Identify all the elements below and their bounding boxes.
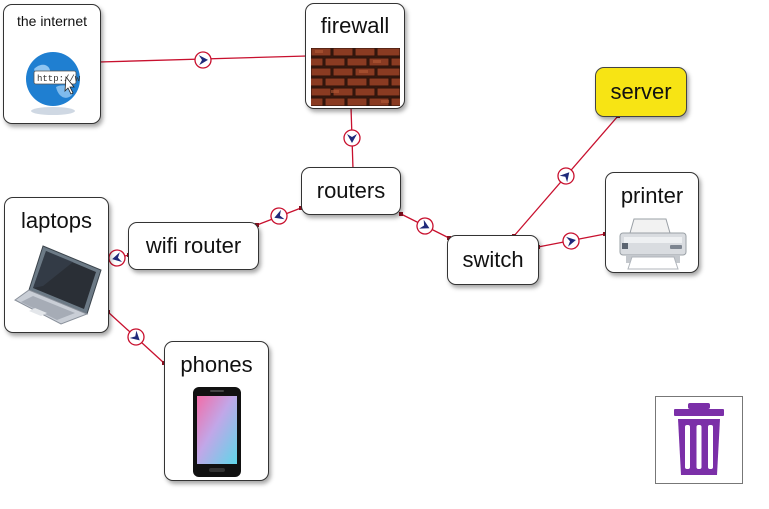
printer-icon [619, 218, 687, 270]
node-label: server [610, 79, 672, 104]
connection-routers-wifi-router[interactable] [255, 206, 303, 227]
direction-arrow-icon [562, 232, 580, 250]
direction-arrow-icon [343, 129, 361, 147]
connection-routers-switch[interactable] [399, 212, 451, 240]
node-switch[interactable]: switch [447, 235, 539, 285]
node-wifi-router[interactable]: wifi router [128, 222, 259, 270]
node-laptops[interactable]: laptops [4, 197, 109, 333]
svg-text:http://w: http://w [37, 74, 81, 84]
connection-switch-printer[interactable] [536, 232, 607, 251]
node-label: firewall [320, 13, 390, 38]
brick-wall-icon [311, 48, 400, 106]
connection-firewall-routers[interactable] [343, 105, 361, 171]
connection-switch-server[interactable] [512, 114, 620, 238]
trash-icon [674, 403, 724, 475]
node-label: printer [620, 183, 684, 208]
globe-icon: http://w [26, 52, 81, 115]
node-label: routers [316, 178, 386, 203]
direction-arrow-icon [194, 51, 212, 69]
node-label: phones [180, 352, 253, 377]
direction-arrow-icon [557, 167, 575, 185]
direction-arrow-icon [416, 217, 434, 235]
connection-internet-firewall[interactable] [97, 51, 309, 69]
direction-arrow-icon [270, 207, 288, 225]
node-phones[interactable]: phones [164, 341, 269, 481]
node-printer[interactable]: printer [605, 172, 699, 273]
node-label: wifi router [145, 233, 242, 258]
direction-arrow-icon [108, 249, 126, 267]
smartphone-icon [193, 387, 241, 477]
node-label: switch [462, 247, 524, 272]
node-server[interactable]: server [595, 67, 687, 117]
node-firewall[interactable]: firewall [305, 3, 405, 109]
connection-laptops-phones[interactable] [106, 310, 166, 365]
direction-arrow-icon [127, 328, 145, 346]
node-routers[interactable]: routers [301, 167, 401, 215]
node-label: laptops [21, 208, 92, 233]
delete-button[interactable] [655, 396, 743, 484]
node-label: the internet [16, 13, 88, 29]
laptop-icon [14, 245, 102, 325]
node-the-internet[interactable]: the internet http://w [3, 4, 101, 124]
